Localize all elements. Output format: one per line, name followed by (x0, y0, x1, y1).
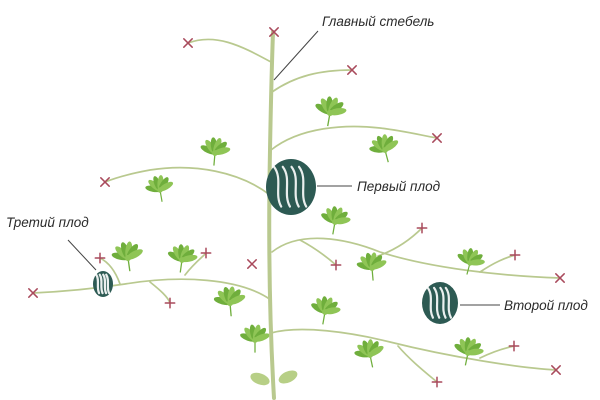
main-stem-callout: Главный стебель (273, 14, 434, 81)
fruits (93, 159, 458, 324)
branch-top-right (271, 69, 353, 93)
cross-mark-icon (347, 65, 357, 75)
branch-middle-right (271, 237, 561, 279)
leaf (213, 286, 246, 317)
branch-lower-right (270, 328, 557, 371)
cross-mark-icon (100, 177, 110, 187)
leaf (354, 339, 384, 368)
main-stem-label: Главный стебель (322, 14, 434, 29)
plus-mark-icon (164, 297, 176, 309)
second-fruit (422, 282, 458, 324)
leaf (111, 241, 143, 272)
cotyledon-right (278, 370, 298, 384)
branch-top-left (187, 38, 272, 63)
cross-mark-icon (555, 273, 565, 283)
pinch-marks (28, 27, 565, 388)
branch-middle-right-4 (479, 254, 516, 273)
cross-mark-icon (247, 259, 257, 269)
leaf (311, 296, 341, 325)
leaf (240, 324, 270, 353)
plus-mark-icon (416, 222, 428, 234)
third-fruit-label: Третий плод (6, 215, 89, 230)
cross-mark-icon (269, 27, 279, 37)
side-branches (32, 38, 561, 383)
leaves (111, 96, 485, 368)
leaf (145, 175, 174, 202)
second-fruit-label: Второй плод (504, 298, 588, 313)
third-fruit (93, 271, 113, 297)
plus-mark-icon (509, 249, 521, 261)
plus-mark-icon (200, 247, 212, 259)
leaf (167, 244, 198, 273)
leaf (321, 206, 351, 235)
branch-lower-left (32, 278, 272, 301)
first-fruit (266, 159, 316, 215)
leaf (200, 137, 231, 166)
first-fruit-label: Первый плод (357, 179, 441, 194)
branch-lower-right-3 (479, 345, 515, 359)
seedling-leaves (250, 370, 298, 386)
branch-middle-right-2 (377, 227, 423, 257)
main-stem (267, 30, 276, 400)
branch-middle-right-3 (299, 239, 337, 266)
third-fruit-leader-line (67, 239, 97, 271)
leaf (315, 96, 347, 127)
first-fruit-callout: Первый плод (317, 179, 441, 194)
plus-mark-icon (94, 252, 106, 264)
cross-mark-icon (551, 365, 561, 375)
leaf (369, 134, 399, 163)
branch-lower-left-2 (99, 257, 121, 285)
leaf (457, 248, 485, 275)
branch-upper-right (270, 125, 438, 151)
branch-lower-left-3 (149, 281, 171, 304)
branch-middle-left (104, 166, 271, 196)
cross-mark-icon (183, 38, 193, 48)
third-fruit-callout: Третий плод (6, 215, 97, 271)
plus-mark-icon (330, 259, 342, 271)
plus-mark-icon (431, 376, 443, 388)
plus-mark-icon (508, 340, 520, 352)
leaf (454, 337, 484, 366)
branch-lower-right-2 (397, 345, 438, 383)
cross-mark-icon (432, 133, 442, 143)
cross-mark-icon (28, 288, 38, 298)
cotyledon-left (250, 372, 270, 386)
leaf (356, 252, 387, 281)
main-stem-leader-line (273, 30, 319, 81)
second-fruit-callout: Второй плод (460, 298, 588, 313)
